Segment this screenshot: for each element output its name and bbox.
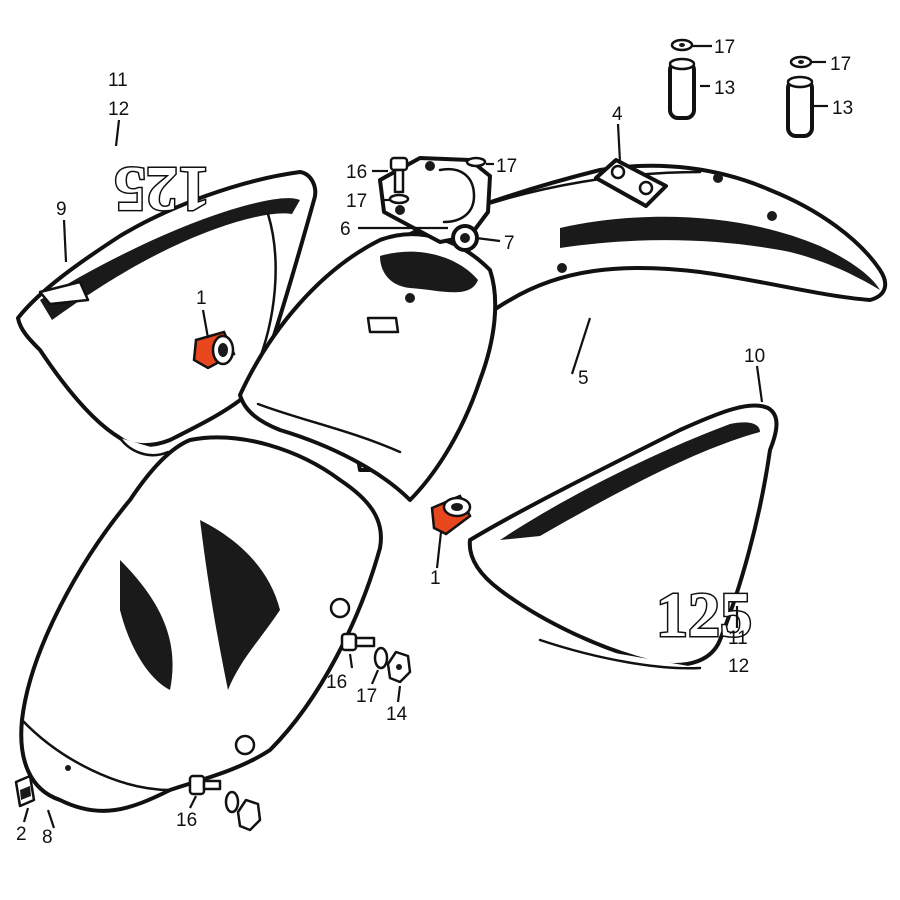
washer-top-a [670, 38, 694, 52]
callout-p1a: 1 [196, 288, 207, 309]
bracket-nut [451, 224, 479, 252]
center-housing [238, 232, 498, 502]
callout-p11a: 11 [108, 70, 128, 91]
callout-p8: 8 [42, 827, 53, 848]
callout-p12a: 12 [108, 99, 129, 120]
fender-bracket [594, 158, 668, 208]
emblem-left-text: 125 [114, 154, 210, 225]
washer-middle [373, 646, 389, 670]
callout-p14: 14 [386, 704, 408, 725]
callout-p9: 9 [56, 199, 67, 220]
callout-p17a: 17 [714, 37, 735, 58]
callout-p17d: 17 [346, 191, 367, 212]
nut [386, 650, 412, 684]
washer-bracket-right [465, 156, 487, 168]
bolt-bottom [188, 774, 262, 832]
collar-b [786, 75, 814, 138]
washer-top-b [789, 55, 813, 69]
emblem-right-text: 125 [656, 579, 752, 650]
emblem-left: 125 [113, 153, 212, 227]
callout-p2: 2 [16, 824, 27, 845]
callout-p16c: 16 [176, 810, 197, 831]
side-cover-left [16, 170, 318, 457]
rubber-grommet-left [192, 330, 236, 370]
callout-p7: 7 [504, 233, 515, 254]
callouts: 1 1 2 4 5 6 7 8 9 10 11 12 11 12 13 13 1… [16, 37, 853, 848]
collar-a [668, 57, 696, 120]
callout-p6: 6 [340, 219, 351, 240]
callout-p1b: 1 [430, 568, 441, 589]
washer-bracket-left [388, 193, 410, 205]
rubber-grommet-right [430, 494, 472, 536]
callout-p17b: 17 [830, 54, 851, 75]
callout-p4: 4 [612, 104, 623, 125]
mudguard-extension [19, 435, 383, 813]
callout-p16a: 16 [346, 162, 367, 183]
mount-bracket [378, 156, 492, 244]
callout-p11b: 11 [728, 628, 748, 649]
callout-p17e: 17 [356, 686, 377, 707]
leader-lines [22, 44, 828, 829]
callout-p10: 10 [744, 346, 765, 367]
callout-p5: 5 [578, 368, 589, 389]
bolt-top [389, 156, 409, 194]
callout-p13b: 13 [832, 98, 853, 119]
emblem-right: 125 [655, 578, 754, 652]
callout-p13a: 13 [714, 78, 735, 99]
bolt-middle [340, 632, 376, 652]
callout-p12b: 12 [728, 656, 749, 677]
callout-p17c: 17 [496, 156, 517, 177]
callout-p16b: 16 [326, 672, 347, 693]
clip [14, 774, 36, 808]
side-cover-right [467, 403, 779, 670]
